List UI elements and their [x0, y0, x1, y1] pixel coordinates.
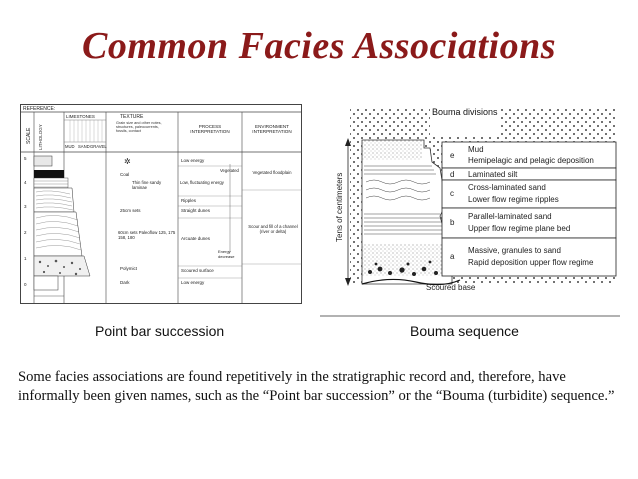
scale-tick-1: 1 [24, 256, 27, 261]
grain-sand: SAND [78, 144, 90, 149]
division-b: b Parallel-laminated sand Upper flow reg… [441, 207, 617, 239]
lithology-header: LITHOLOGY [38, 124, 43, 150]
process-header: PROCESS INTERPRETATION [190, 124, 230, 135]
texture-header: TEXTURE [120, 114, 144, 120]
env-note-floodplain: Vegetated floodplain [252, 170, 292, 175]
texture-note-60cm: 60cm sets Paleoflow 125, 175 158, 180 [118, 230, 176, 240]
scale-header: SCALE [26, 127, 32, 144]
bouma-axis-label: Tens of centimeters [335, 173, 344, 242]
lithology-column [33, 155, 91, 297]
limestones-header: LIMESTONES [66, 114, 95, 119]
scale-tick-4: 4 [24, 180, 27, 185]
point-bar-figure: REFERENCE: SCALE LITHOLOGY LIMESTONES MU… [20, 104, 302, 304]
environment-header: ENVIRONMENT INTERPRETATION [252, 124, 292, 135]
process-note-arcuate-dunes: Arcuate dunes [181, 236, 211, 241]
bouma-divisions-header: Bouma divisions [432, 107, 498, 117]
process-note-low-energy: Low energy [181, 158, 205, 163]
division-d: d Laminated silt [441, 167, 617, 181]
svg-text:Laminated silt: Laminated silt [468, 170, 518, 179]
svg-text:Cross-laminated sand: Cross-laminated sand [468, 183, 546, 192]
svg-text:a: a [450, 252, 455, 261]
texture-note-25cm: 25cm sets [120, 208, 141, 213]
grain-gravel: GRAVEL [90, 144, 107, 149]
svg-text:c: c [450, 189, 454, 198]
point-bar-log: REFERENCE: SCALE LITHOLOGY LIMESTONES MU… [20, 104, 302, 304]
scoured-base-label: Scoured base [426, 283, 476, 292]
scale-tick-0: 0 [24, 282, 27, 287]
svg-text:Mud: Mud [468, 145, 484, 154]
process-note-fluctuating: Low, fluctuating energy [180, 180, 224, 185]
svg-text:e: e [450, 151, 455, 160]
texture-note-laminae: Thin fine sandy laminae [132, 180, 162, 190]
process-note-energy-decrease: Energy decrease [218, 250, 235, 259]
env-note-channel: Scour and fill of a channel (river or de… [248, 224, 298, 234]
svg-text:d: d [450, 170, 454, 179]
scale-tick-5: 5 [24, 156, 27, 161]
texture-note-coal: Coal [120, 172, 129, 177]
scale-tick-3: 3 [24, 204, 27, 209]
division-a: a Massive, granules to sand Rapid deposi… [441, 237, 617, 277]
division-c: c Cross-laminated sand Lower flow regime… [441, 179, 617, 209]
scale-tick-2: 2 [24, 230, 27, 235]
texture-subheader: Grain size and other notes, structures, … [116, 121, 162, 134]
svg-text:Massive, granules to sand: Massive, granules to sand [468, 246, 561, 255]
svg-text:Upper flow regime plane bed: Upper flow regime plane bed [468, 224, 570, 233]
process-note-straight-dunes: Straight dunes [181, 208, 211, 213]
bouma-figure: Bouma divisions Tens of centimeters e Mu… [320, 104, 620, 320]
texture-note-dark: Dark [120, 280, 130, 285]
texture-note-polymict: Polymict [120, 266, 138, 271]
reference-label: REFERENCE: [23, 106, 55, 112]
process-note-low-energy-2: Low energy [181, 280, 205, 285]
svg-text:Parallel-laminated sand: Parallel-laminated sand [468, 212, 552, 221]
svg-text:b: b [450, 218, 455, 227]
svg-text:Lower flow regime ripples: Lower flow regime ripples [468, 195, 559, 204]
grain-mud: MUD [65, 144, 75, 149]
bouma-caption: Bouma sequence [410, 323, 519, 339]
slide-title: Common Facies Associations [82, 25, 556, 67]
svg-text:Hemipelagic and pelagic deposi: Hemipelagic and pelagic deposition [468, 156, 594, 165]
svg-text:Rapid deposition upper flow re: Rapid deposition upper flow regime [468, 258, 594, 267]
process-note-ripples: Ripples [181, 198, 197, 203]
point-bar-caption: Point bar succession [95, 323, 225, 339]
process-note-scoured-surface: Scoured surface [181, 268, 214, 273]
bouma-sequence-diagram: Bouma divisions Tens of centimeters e Mu… [320, 106, 620, 317]
process-note-vegetated: Vegetated [220, 168, 240, 173]
division-e: e Mud Hemipelagic and pelagic deposition [441, 141, 617, 169]
plant-icon: ✲ [124, 157, 131, 166]
body-paragraph: Some facies associations are found repet… [18, 369, 615, 404]
